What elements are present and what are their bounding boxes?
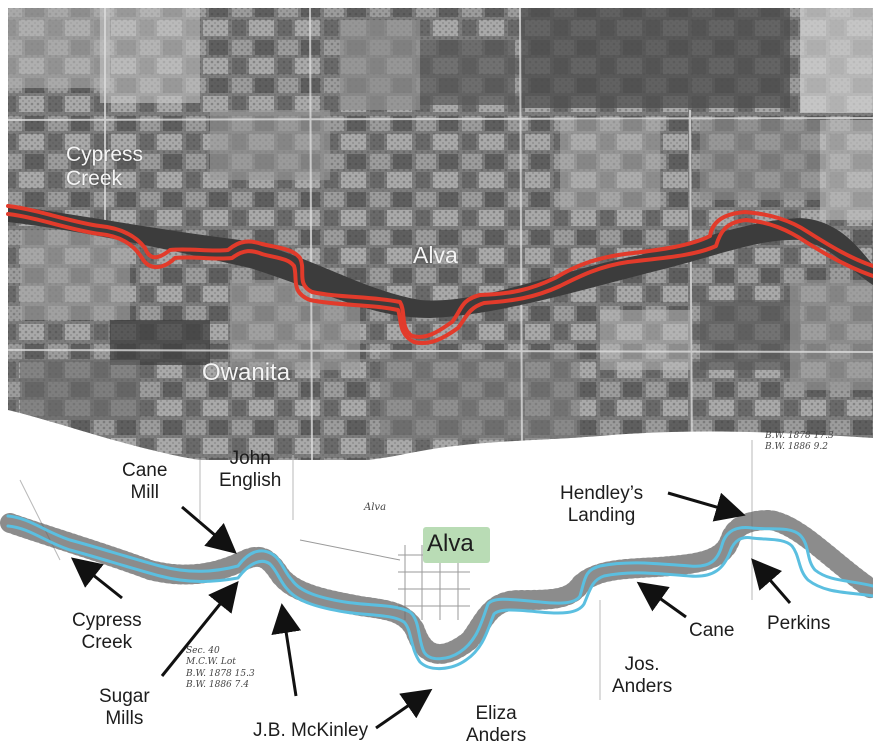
- arrow-eliza-anders: [375, 688, 433, 730]
- aerial-cypress-line2: Creek: [66, 167, 123, 191]
- label-perkins: Perkins: [767, 613, 831, 634]
- aerial-cypress-line1: Cypress: [66, 143, 144, 166]
- arrow-hendleys-landing: [667, 491, 746, 522]
- label-sugar-mills: Sugar Mills: [99, 686, 150, 730]
- label-line: Sugar: [99, 686, 150, 707]
- label-eliza-anders: Eliza Anders: [466, 703, 526, 747]
- label-jos-anders: Jos. Anders: [612, 654, 672, 698]
- label-line: John: [229, 448, 271, 469]
- label-line: English: [219, 469, 282, 491]
- label-line: Hendley’s: [560, 483, 644, 504]
- label-cane-mill: Cane Mill: [122, 460, 167, 504]
- aerial-label-alva: Alva: [413, 242, 458, 268]
- label-line: Mill: [130, 481, 159, 503]
- label-line: Anders: [466, 724, 527, 746]
- label-cane: Cane: [689, 620, 735, 641]
- arrow-cane-mill: [181, 505, 237, 554]
- aerial-label-cypress-creek: Cypress Creek: [66, 143, 143, 191]
- arrow-sugar-mills: [160, 580, 239, 677]
- label-line: Creek: [81, 631, 133, 653]
- arrow-cane: [636, 581, 687, 619]
- label-alva: Alva: [427, 530, 474, 557]
- survey-note-bottom-left: Sec. 40 M.C.W. Lot B.W. 1878 15.3 B.W. 1…: [186, 646, 255, 691]
- label-jb-mckinley: J.B. McKinley: [253, 720, 369, 741]
- survey-note-top-right: B.W. 1878 17.3 B.W. 1886 9.2: [765, 431, 834, 454]
- label-line: Anders: [612, 675, 673, 697]
- label-line: Cypress: [72, 610, 142, 631]
- arrow-jb-mckinley: [271, 603, 302, 697]
- note-line: B.W. 1878 15.3: [186, 668, 255, 679]
- label-line: Eliza: [475, 703, 517, 724]
- survey-note-alva-faint: Alva: [364, 502, 387, 513]
- survey-river: [6, 514, 873, 670]
- label-line: Landing: [567, 504, 636, 526]
- note-line: Sec. 40: [186, 646, 220, 656]
- label-hendleys-landing: Hendley’s Landing: [560, 483, 643, 527]
- aerial-photo: [8, 8, 873, 461]
- label-line: Cane: [122, 460, 168, 481]
- alva-highlight: [423, 527, 490, 563]
- note-line: B.W. 1878 17.3: [765, 431, 834, 441]
- arrow-perkins: [751, 558, 792, 604]
- note-line: B.W. 1886 7.4: [186, 679, 249, 690]
- label-john-english: John English: [219, 448, 281, 492]
- aerial-label-owanita: Owanita: [202, 359, 291, 386]
- label-line: Jos.: [624, 654, 660, 675]
- note-line: M.C.W. Lot: [186, 657, 236, 668]
- arrow-cypress-creek: [70, 557, 123, 600]
- label-cypress-creek: Cypress Creek: [72, 610, 142, 654]
- label-arrows: [70, 491, 792, 730]
- aerial-river-outline: [6, 204, 873, 345]
- survey-map: [0, 440, 873, 730]
- label-line: Mills: [105, 707, 144, 729]
- note-line: B.W. 1886 9.2: [765, 442, 828, 453]
